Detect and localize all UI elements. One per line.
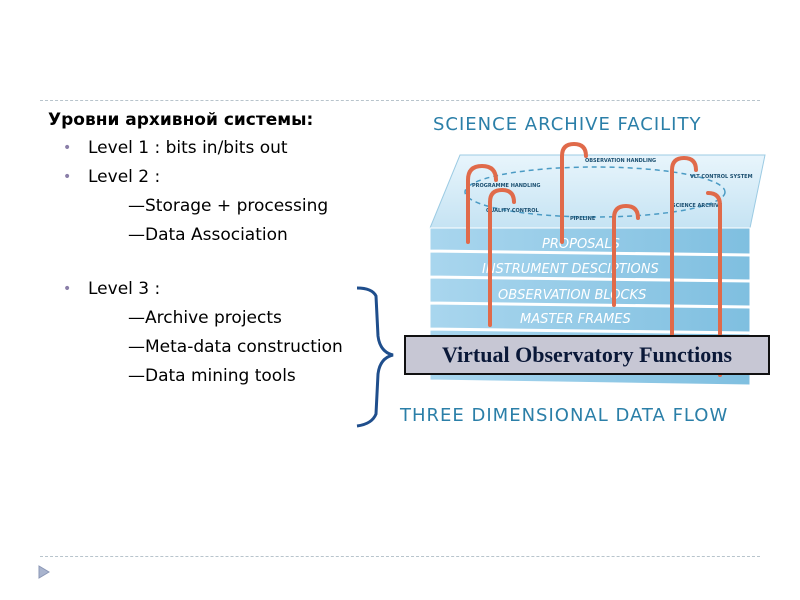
bullet-level-2: • Level 2 : bbox=[63, 167, 161, 187]
pipe-archive bbox=[706, 191, 722, 377]
data-pipes bbox=[466, 141, 722, 377]
next-slide-icon[interactable] bbox=[38, 565, 50, 579]
virtual-observatory-box: Virtual Observatory Functions bbox=[404, 335, 770, 375]
label-quality-control: QUALITY CONTROL bbox=[486, 208, 539, 214]
label-pipeline: PIPELINE bbox=[570, 216, 596, 222]
bullet-level-3-text: Level 3 : bbox=[88, 279, 161, 299]
pipe-pipeline bbox=[612, 203, 640, 307]
bullet-level-3: • Level 3 : bbox=[63, 279, 161, 299]
bullet-level-2-text: Level 2 : bbox=[88, 167, 161, 187]
bullet-dot: • bbox=[63, 169, 72, 185]
slide-heading: Уровни архивной системы: bbox=[48, 110, 314, 130]
bullet-dot: • bbox=[63, 140, 72, 156]
bullet-dot: • bbox=[63, 281, 72, 297]
top-divider bbox=[40, 100, 760, 101]
label-observation-handling: OBSERVATION HANDLING bbox=[585, 158, 656, 164]
label-science-archive: SCIENCE ARCHIVE bbox=[672, 203, 723, 209]
vo-label: Virtual Observatory Functions bbox=[441, 342, 733, 367]
layer-label-proposals: PROPOSALS bbox=[542, 237, 620, 252]
figure-footer: THREE DIMENSIONAL DATA FLOW bbox=[399, 405, 728, 426]
pipe-vlt bbox=[670, 155, 698, 347]
sub-item-association: —Data Association bbox=[128, 225, 288, 245]
label-programme-handling: PROGRAMME HANDLING bbox=[472, 183, 540, 189]
sub-item-storage: —Storage + processing bbox=[128, 196, 329, 216]
figure-title: SCIENCE ARCHIVE FACILITY bbox=[433, 114, 701, 135]
bullet-level-1: • Level 1 : bits in/bits out bbox=[63, 138, 288, 158]
sub-item-archive-projects: —Archive projects bbox=[128, 308, 282, 328]
label-vlt-control: VLT CONTROL SYSTEM bbox=[690, 174, 753, 180]
layer-label-instrument: INSTRUMENT DESCIPTIONS bbox=[482, 262, 659, 277]
bottom-divider bbox=[40, 556, 760, 557]
flow-ellipse bbox=[464, 166, 726, 218]
pipe-quality bbox=[488, 187, 516, 327]
bullet-level-1-text: Level 1 : bits in/bits out bbox=[88, 138, 288, 158]
science-archive-figure: SCIENCE ARCHIVE FACILITY PROPOSALS INSTR… bbox=[399, 114, 766, 426]
sub-item-metadata: —Meta-data construction bbox=[128, 337, 343, 357]
pipe-observation bbox=[560, 141, 588, 244]
sub-item-data-mining: —Data mining tools bbox=[128, 366, 296, 386]
pipe-programme bbox=[466, 163, 498, 244]
layer-label-master-frames: MASTER FRAMES bbox=[520, 312, 631, 327]
layer-label-observation-blocks: OBSERVATION BLOCKS bbox=[498, 288, 646, 303]
